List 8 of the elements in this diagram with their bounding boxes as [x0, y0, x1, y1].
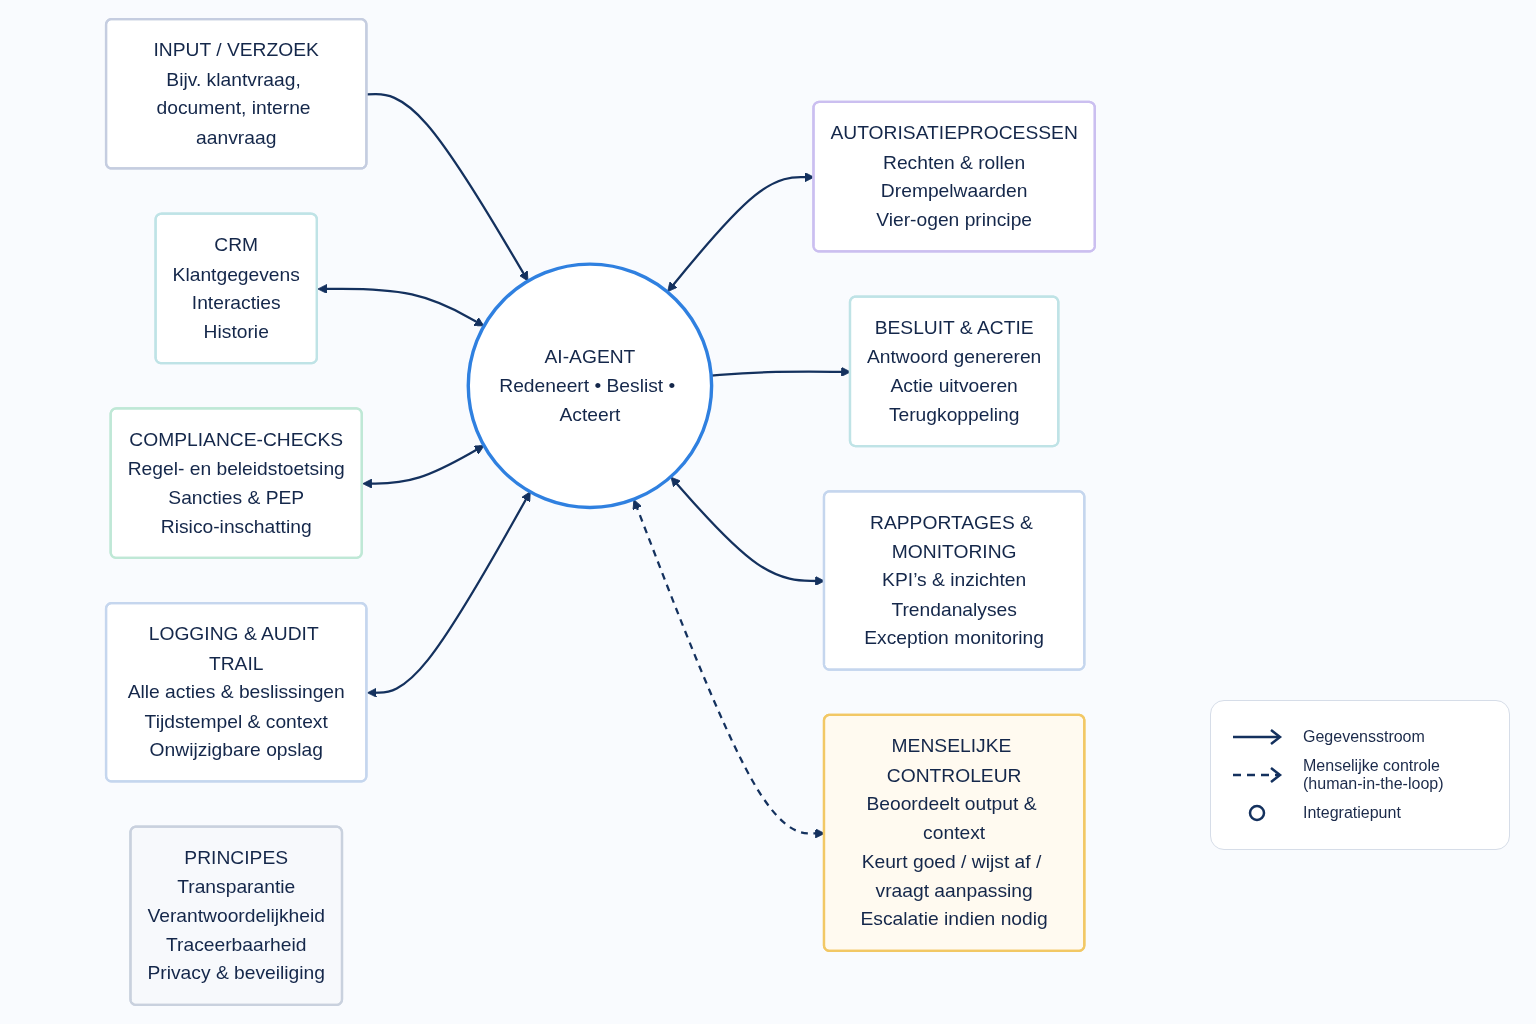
legend-label: Gegevensstroom [1303, 728, 1425, 746]
legend-label: Integratiepunt [1303, 804, 1401, 822]
legend-label: Menselijke controle (human-in-the-loop) [1303, 757, 1445, 793]
arrow [366, 93, 529, 282]
node-circle: AI-AGENT Redeneert • Beslist • Acteert [466, 262, 713, 510]
arrow [366, 491, 531, 698]
arrow [361, 445, 484, 489]
arrow [317, 284, 484, 327]
